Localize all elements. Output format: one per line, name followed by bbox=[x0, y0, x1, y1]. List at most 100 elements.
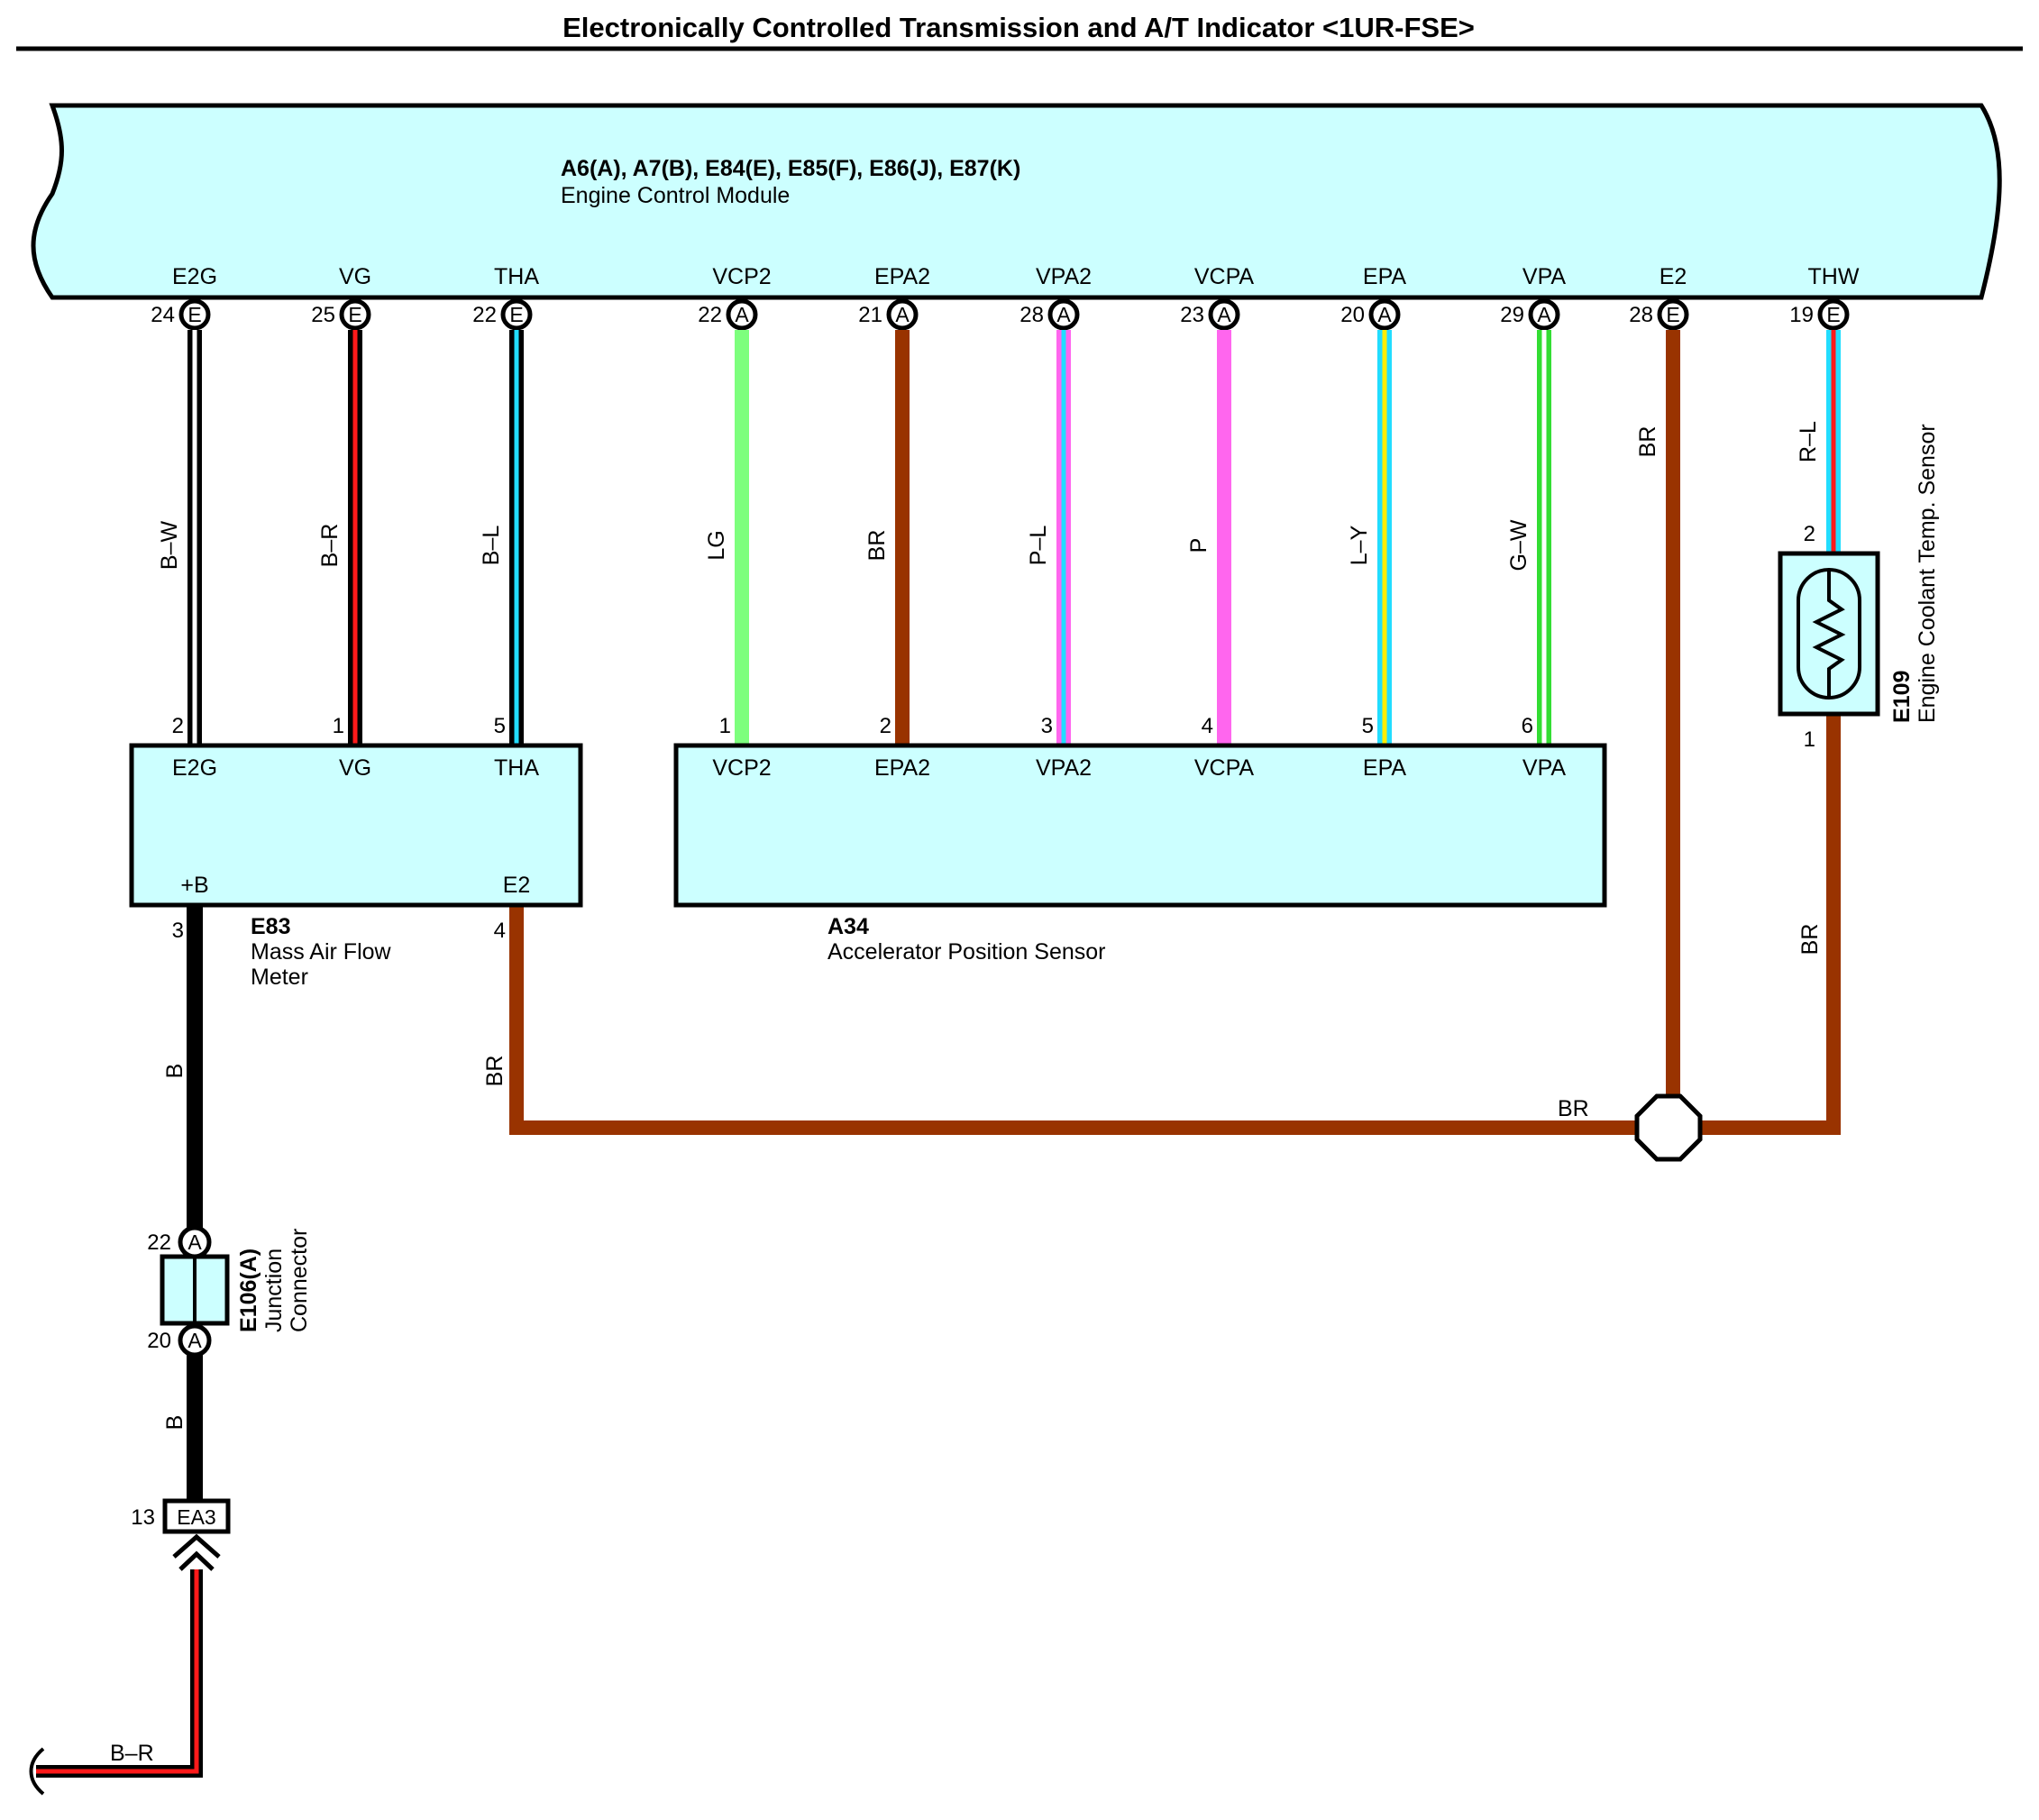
maf-pin-tha-num: 5 bbox=[494, 714, 506, 738]
wire-e2-label: BR bbox=[1635, 426, 1660, 458]
ea3-label: EA3 bbox=[177, 1505, 215, 1529]
aps-pin-epa2-label: EPA2 bbox=[874, 755, 930, 781]
aps-name: Accelerator Position Sensor bbox=[827, 939, 1105, 965]
ecm-pin-e2g-label: E2G bbox=[172, 264, 217, 289]
ea3-chevron-inner-icon bbox=[178, 1550, 215, 1571]
aps-pin-epa-label: EPA bbox=[1363, 755, 1406, 781]
splice-wire-label: BR bbox=[1558, 1096, 1589, 1121]
ecm-pin-thw-label: THW bbox=[1808, 264, 1860, 289]
wire-vpa-label: G–W bbox=[1506, 519, 1532, 571]
diagram-title: Electronically Controlled Transmission a… bbox=[562, 12, 1475, 43]
aps-pin-vcp2-num: 1 bbox=[719, 714, 731, 738]
aps-pin-epa-num: 5 bbox=[1362, 714, 1374, 738]
ecm-pin-thw-conn: E bbox=[1826, 303, 1840, 326]
wire-bottom-stripe bbox=[36, 1569, 199, 1774]
ecm-pin-e2g-conn: E bbox=[187, 303, 201, 326]
ecm-name: Engine Control Module bbox=[561, 183, 790, 208]
ecm-pin-vpa2-label: VPA2 bbox=[1036, 264, 1092, 289]
ea3-chevron-outer-icon bbox=[172, 1533, 221, 1559]
junction-pin-bottom-num: 20 bbox=[147, 1329, 171, 1353]
ecm-pin-vcpa-label: VCPA bbox=[1194, 264, 1255, 289]
maf-pin-plus-b-label: +B bbox=[180, 873, 208, 898]
wire-epa-label: L–Y bbox=[1347, 525, 1372, 565]
ecm-pin-vcp2-num: 22 bbox=[698, 303, 722, 327]
ecm-pin-e2g: E2G E 24 bbox=[151, 264, 217, 331]
ecm-pin-epa-label: EPA bbox=[1363, 264, 1406, 289]
wire-vg: B–R bbox=[317, 330, 362, 745]
ecm-pin-thw-num: 19 bbox=[1789, 303, 1814, 327]
ecm-pin-vpa2-conn: A bbox=[1056, 303, 1071, 326]
resistor-zigzag-icon bbox=[1812, 570, 1846, 698]
wire-vcpa: P bbox=[1186, 330, 1231, 745]
aps-pin-vpa2-label: VPA2 bbox=[1036, 755, 1092, 781]
ecm-pin-vpa2-circle bbox=[1047, 298, 1080, 331]
junction-name-line1: Junction bbox=[261, 1248, 287, 1332]
wire-maf-e2 bbox=[509, 905, 1637, 1135]
ecm-pin-epa-num: 20 bbox=[1340, 303, 1365, 327]
maf-code: E83 bbox=[251, 914, 290, 939]
wire-tha: B–L bbox=[479, 330, 524, 745]
wire-maf-supply-label-lower: B bbox=[162, 1415, 187, 1431]
junction-pin-bottom-circle bbox=[178, 1323, 212, 1358]
ecm-pin-epa: EPA A 20 bbox=[1340, 264, 1406, 331]
ecm-pin-thw-circle bbox=[1817, 298, 1850, 331]
ecm-pin-epa-conn: A bbox=[1377, 303, 1392, 326]
maf-name-line2: Meter bbox=[251, 965, 308, 990]
ecm-pin-vpa-conn: A bbox=[1537, 303, 1551, 326]
junction-pin-top-circle bbox=[178, 1225, 212, 1259]
maf-pin-e2g-label: E2G bbox=[172, 755, 217, 781]
wire-vpa: G–W bbox=[1506, 330, 1551, 745]
ecm-pin-vg-conn: E bbox=[348, 303, 361, 326]
ecm-pin-e2-conn: E bbox=[1666, 303, 1679, 326]
wire-epa: L–Y bbox=[1347, 330, 1392, 745]
ecm-pin-tha-circle bbox=[500, 298, 533, 331]
maf-pin-e2-num: 4 bbox=[494, 919, 506, 943]
ecm-pin-vcpa-num: 23 bbox=[1180, 303, 1204, 327]
aps-code: A34 bbox=[827, 914, 869, 939]
wire-vpa2-label: P–L bbox=[1026, 526, 1051, 566]
wire-bottom-b-r bbox=[36, 1569, 203, 1778]
ecm-pin-vcp2-circle bbox=[726, 298, 758, 331]
wire-break-mark-icon bbox=[29, 1747, 45, 1796]
wire-vcp2: LG bbox=[704, 330, 749, 745]
ect-pin-top-num: 2 bbox=[1804, 522, 1815, 546]
maf-pin-e2-label: E2 bbox=[503, 873, 531, 898]
ect-name: Engine Coolant Temp. Sensor bbox=[1915, 424, 1940, 723]
junction-pin-top-num: 22 bbox=[147, 1230, 171, 1255]
ecm-pin-e2-num: 28 bbox=[1629, 303, 1653, 327]
maf-pin-vg-num: 1 bbox=[333, 714, 344, 738]
wire-ect-return bbox=[1700, 714, 1841, 1135]
ecm-pin-vcpa-circle bbox=[1208, 298, 1240, 331]
ea3-connector-box bbox=[162, 1498, 231, 1534]
maf-name-line1: Mass Air Flow bbox=[251, 939, 392, 965]
ecm-pin-epa-circle bbox=[1368, 298, 1401, 331]
wire-tha-label: B–L bbox=[479, 526, 504, 566]
ecm-pin-e2-circle bbox=[1657, 298, 1689, 331]
wire-e2: BR bbox=[1635, 330, 1680, 1096]
ecm-pin-vg-num: 25 bbox=[311, 303, 335, 327]
maf-box bbox=[129, 743, 583, 908]
wire-epa2-label: BR bbox=[864, 530, 890, 562]
ecm-pin-epa2-circle bbox=[886, 298, 919, 331]
wire-vpa2: P–L bbox=[1026, 330, 1071, 745]
maf-pin-e2g-num: 2 bbox=[172, 714, 184, 738]
wire-thw: R–L bbox=[1796, 330, 1841, 553]
ecm-pin-vcp2-conn: A bbox=[735, 303, 749, 326]
ea3-num: 13 bbox=[131, 1505, 155, 1530]
aps-pin-vcpa-label: VCPA bbox=[1194, 755, 1255, 781]
ecm-pin-e2g-circle bbox=[178, 298, 211, 331]
junction-code: E106(A) bbox=[236, 1248, 261, 1332]
ecm-pin-e2g-num: 24 bbox=[151, 303, 175, 327]
junction-name-line2: Connector bbox=[287, 1229, 312, 1332]
ecm-pin-vpa2-num: 28 bbox=[1020, 303, 1044, 327]
wire-maf-supply: BB bbox=[162, 905, 203, 1501]
ecm-pin-tha-conn: E bbox=[509, 303, 523, 326]
ecm-pin-vpa-num: 29 bbox=[1500, 303, 1524, 327]
